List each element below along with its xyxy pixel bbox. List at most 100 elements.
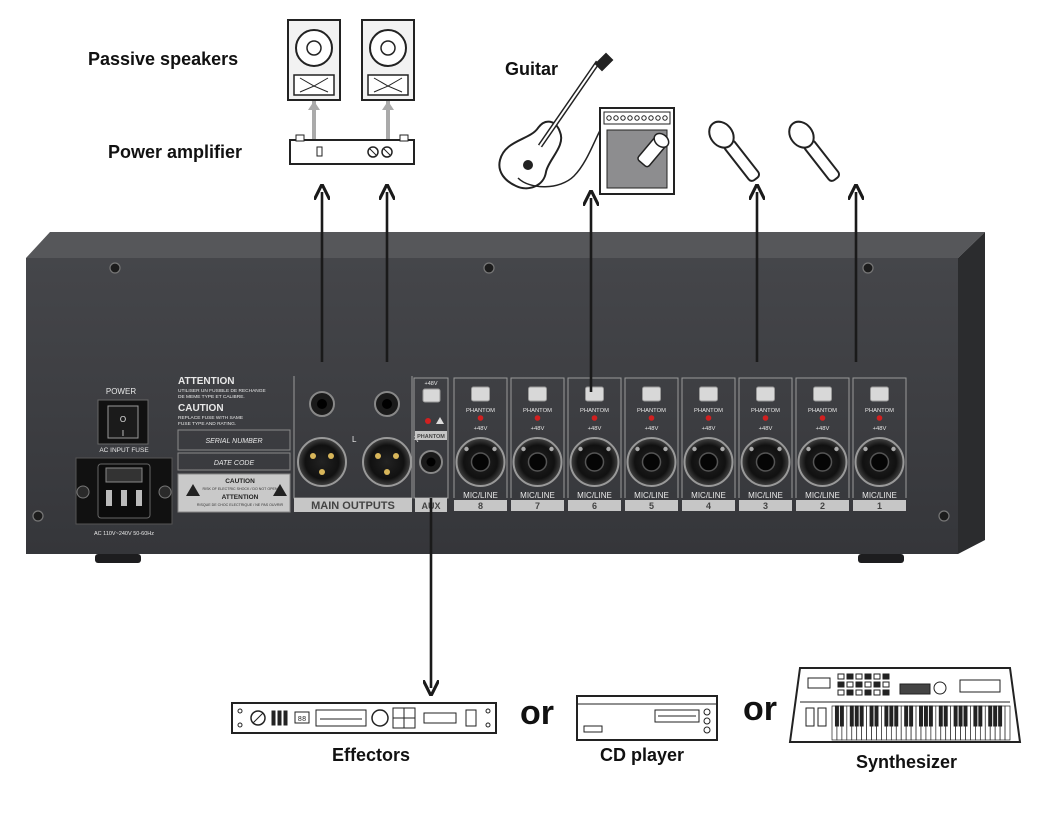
caution-text-2: FUSE TYPE AND RATING.	[178, 421, 236, 427]
channel-number-3: 3	[763, 501, 768, 511]
mic-line-label-ch1: MIC/LINE	[862, 491, 897, 500]
or-label-2: or	[743, 690, 777, 728]
mic-line-label-ch6: MIC/LINE	[577, 491, 612, 500]
warning-section: ATTENTION UTILISER UN FUSIBLE DE RECHANG…	[177, 376, 291, 513]
caution-title: CAUTION	[178, 403, 224, 414]
cd-player	[576, 695, 718, 741]
phantom-voltage-ch7: +48V	[531, 426, 545, 432]
main-outputs-label: MAIN OUTPUTS	[311, 500, 395, 512]
channel-strips: PHANTOM+48VMIC/LINE8PHANTOM+48VMIC/LINE7…	[453, 377, 907, 511]
phantom-button-ch4[interactable]	[699, 386, 718, 402]
phantom-label-ch1: PHANTOM	[865, 408, 894, 414]
serial-number-field: SERIAL NUMBER	[205, 438, 262, 445]
ac-rating-label: AC 110V~240V 50-60Hz	[94, 531, 154, 537]
phantom-button-ch6[interactable]	[585, 386, 604, 402]
channel-number-4: 4	[706, 501, 711, 511]
phantom-voltage-ch3: +48V	[759, 426, 773, 432]
date-code-field: DATE CODE	[214, 460, 255, 467]
effector-display: 88	[298, 716, 306, 724]
effector-unit: 88	[231, 702, 497, 734]
phantom-button-ch7[interactable]	[528, 386, 547, 402]
power-label: POWER	[106, 387, 136, 396]
caution-text-1: REPLACE FUSE WITH SAME	[178, 415, 243, 421]
power-switch-on: O	[120, 415, 126, 424]
mic-line-label-ch5: MIC/LINE	[634, 491, 669, 500]
attention-text-2: DE MEME TYPE ET CALIBRE.	[178, 394, 245, 400]
phantom-button-ch5[interactable]	[642, 386, 661, 402]
main-outputs-section: MAIN OUTPUTS L R	[293, 376, 419, 512]
power-switch-off: I	[122, 429, 124, 438]
aux-phantom-button[interactable]	[422, 388, 441, 403]
phantom-label-ch6: PHANTOM	[580, 408, 609, 414]
mic-line-label-ch4: MIC/LINE	[691, 491, 726, 500]
power-amplifier-label: Power amplifier	[108, 142, 243, 162]
effectors-label: Effectors	[332, 745, 411, 765]
phantom-voltage-ch4: +48V	[702, 426, 716, 432]
signal-arrows	[322, 192, 856, 688]
mic-line-label-ch7: MIC/LINE	[520, 491, 555, 500]
aux-phantom-led	[425, 418, 431, 424]
phantom-button-ch1[interactable]	[870, 386, 889, 402]
attention-text-1: UTILISER UN FUSIBLE DE RECHANGE	[178, 388, 266, 394]
phantom-label-ch4: PHANTOM	[694, 408, 723, 414]
phantom-label-ch2: PHANTOM	[808, 408, 837, 414]
phantom-button-ch3[interactable]	[756, 386, 775, 402]
phantom-voltage-ch5: +48V	[645, 426, 659, 432]
channel-number-1: 1	[877, 501, 882, 511]
guitar-label: Guitar	[505, 59, 559, 79]
aux-phantom-top: +48V	[425, 381, 438, 387]
phantom-label-ch3: PHANTOM	[751, 408, 780, 414]
power-switch[interactable]	[107, 405, 139, 439]
phantom-led-ch4	[705, 415, 712, 421]
amp-mic	[637, 132, 670, 168]
phantom-voltage-ch2: +48V	[816, 426, 830, 432]
phantom-voltage-ch8: +48V	[474, 426, 488, 432]
channel-number-2: 2	[820, 501, 825, 511]
phantom-led-ch2	[819, 415, 826, 421]
synthesizer	[788, 667, 1022, 743]
microphone-ch1	[788, 120, 841, 182]
passive-speakers	[287, 19, 415, 140]
attention-sticker-title: ATTENTION	[222, 494, 259, 501]
power-section: POWER O I AC INPUT FUSE AC 110V~240V 50-…	[75, 387, 173, 537]
phantom-led-ch1	[876, 415, 883, 421]
power-amplifier	[289, 134, 415, 165]
microphone-ch3	[708, 120, 761, 182]
phantom-label-ch8: PHANTOM	[466, 408, 495, 414]
phantom-led-ch6	[591, 415, 598, 421]
phantom-button-ch8[interactable]	[471, 386, 490, 402]
cd-player-label: CD player	[600, 745, 685, 765]
synthesizer-label: Synthesizer	[856, 752, 958, 772]
ac-input-fuse-label: AC INPUT FUSE	[99, 447, 149, 454]
caution-sticker-sub: RISK OF ELECTRIC SHOCK / DO NOT OPEN	[202, 487, 277, 491]
guitar-illustration	[498, 52, 614, 190]
or-label-1: or	[520, 694, 554, 732]
caution-sticker-title: CAUTION	[225, 478, 255, 485]
aux-phantom-label: PHANTOM	[417, 434, 445, 440]
main-out-l-xlr[interactable]	[297, 437, 347, 487]
speaker-right	[361, 19, 415, 101]
phantom-led-ch7	[534, 415, 541, 421]
phantom-led-ch8	[477, 415, 484, 421]
channel-number-5: 5	[649, 501, 654, 511]
phantom-voltage-ch1: +48V	[873, 426, 887, 432]
phantom-led-ch3	[762, 415, 769, 421]
fuse-drawer[interactable]	[105, 467, 143, 483]
phantom-button-ch2[interactable]	[813, 386, 832, 402]
passive-speakers-label: Passive speakers	[88, 49, 239, 69]
attention-sticker-sub: RISQUE DE CHOC ELECTRIQUE / NE PAS OUVRI…	[197, 503, 284, 507]
channel-number-6: 6	[592, 501, 597, 511]
mic-line-label-ch2: MIC/LINE	[805, 491, 840, 500]
main-out-r-xlr[interactable]	[362, 437, 412, 487]
main-out-l-label: L	[352, 435, 357, 444]
phantom-led-ch5	[648, 415, 655, 421]
mic-line-label-ch8: MIC/LINE	[463, 491, 498, 500]
